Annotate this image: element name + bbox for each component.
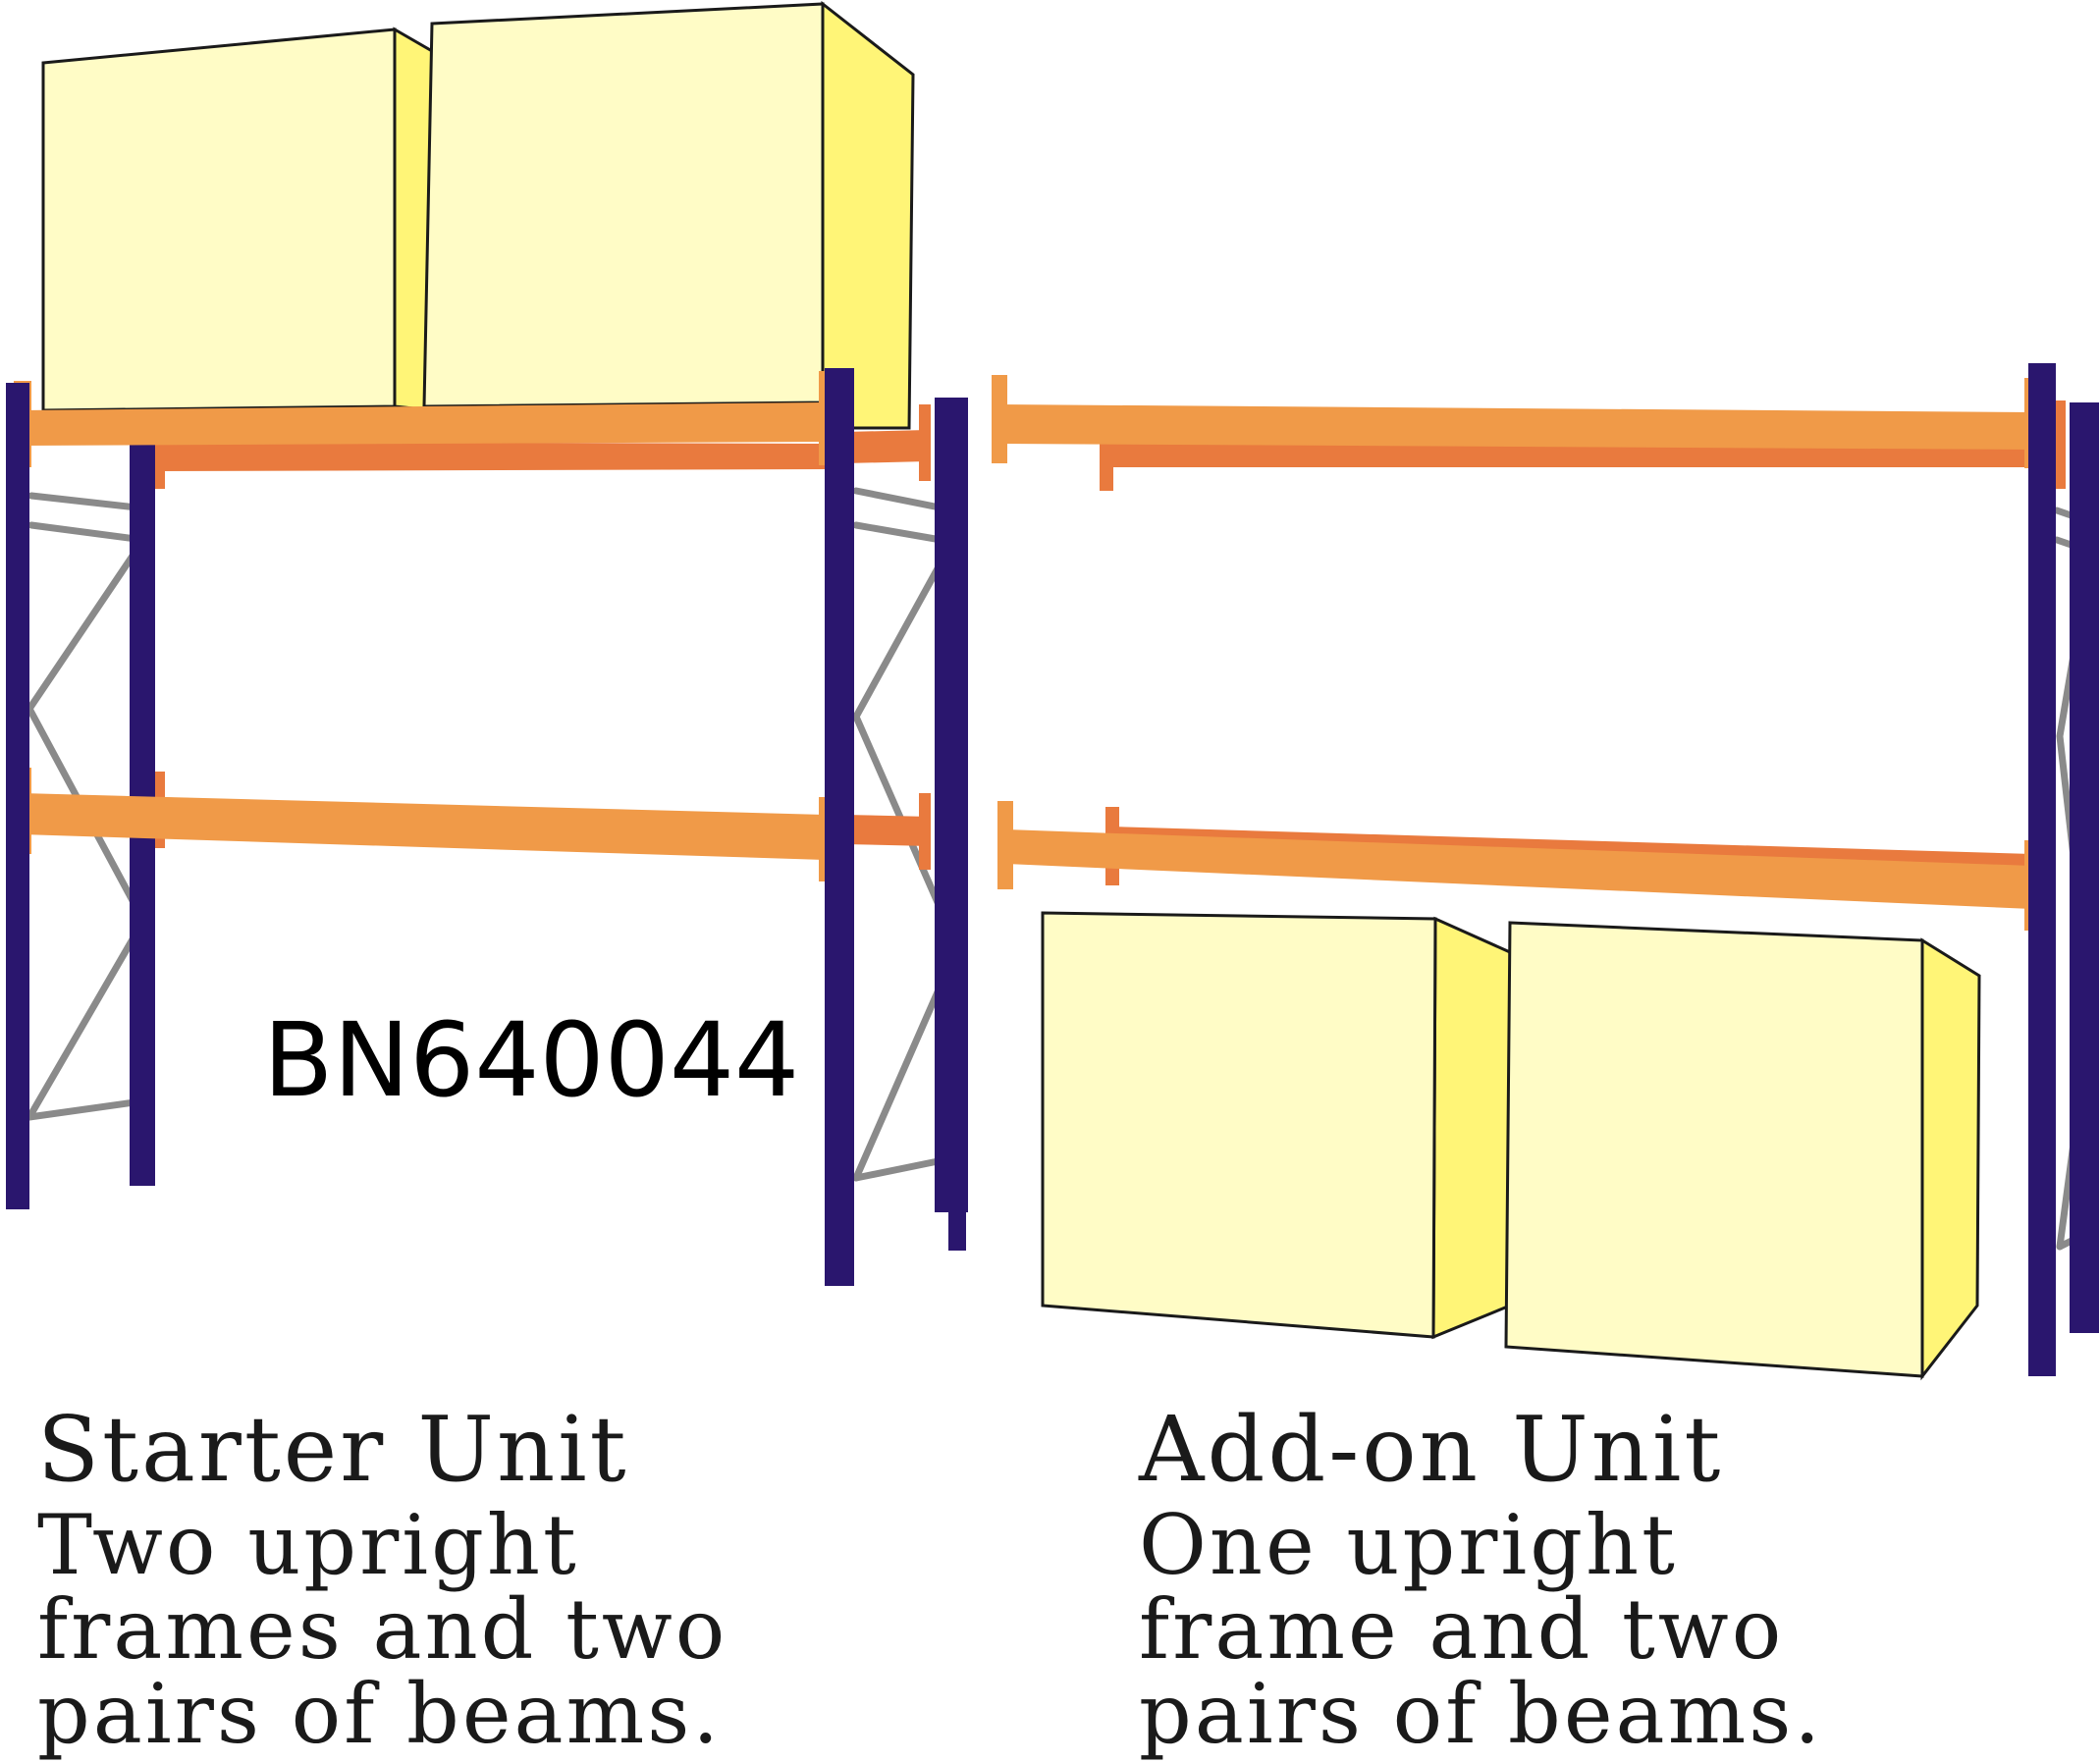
addon-floor-boxes [1041, 911, 1981, 1381]
starter-unit-caption: Starter Unit Two upright frames and two … [37, 1397, 728, 1762]
starter-unit-rack [6, 0, 968, 1286]
addon-back-upright [2070, 402, 2099, 1333]
starter-right-front-upright [825, 368, 854, 1286]
addon-unit-caption: Add-on Unit One upright frame and two pa… [1139, 1397, 1824, 1762]
addon-unit-desc-line: One upright [1139, 1497, 1678, 1593]
addon-top-front-beam [1001, 404, 2032, 450]
addon-unit-desc-line: frame and two [1139, 1581, 1785, 1678]
starter-left-front-upright [6, 383, 29, 1209]
starter-front-uprights [6, 368, 854, 1286]
starter-top-boxes [41, 0, 915, 430]
addon-unit-title: Add-on Unit [1139, 1397, 1724, 1502]
addon-back-beams [1100, 400, 2066, 885]
starter-unit-title: Starter Unit [37, 1397, 629, 1502]
starter-unit-desc-line: Two upright [37, 1497, 579, 1593]
addon-front-upright [2028, 363, 2056, 1376]
starter-pallet-box-right [422, 0, 915, 430]
starter-bottom-front-beam [22, 793, 825, 860]
addon-pallet-box-left [1041, 911, 1512, 1340]
starter-unit-desc-line: pairs of beams. [37, 1666, 723, 1762]
starter-right-back-upright [935, 398, 968, 1212]
starter-unit-desc-line: frames and two [37, 1581, 728, 1678]
addon-unit-desc-line: pairs of beams. [1139, 1666, 1824, 1762]
starter-pallet-box-left [41, 27, 434, 412]
addon-pallet-box-right [1504, 921, 1981, 1381]
addon-bottom-front-beam [1006, 829, 2032, 909]
addon-unit-rack [992, 363, 2099, 1381]
product-code: BN640044 [263, 1000, 800, 1120]
starter-top-front-beam [22, 402, 825, 446]
